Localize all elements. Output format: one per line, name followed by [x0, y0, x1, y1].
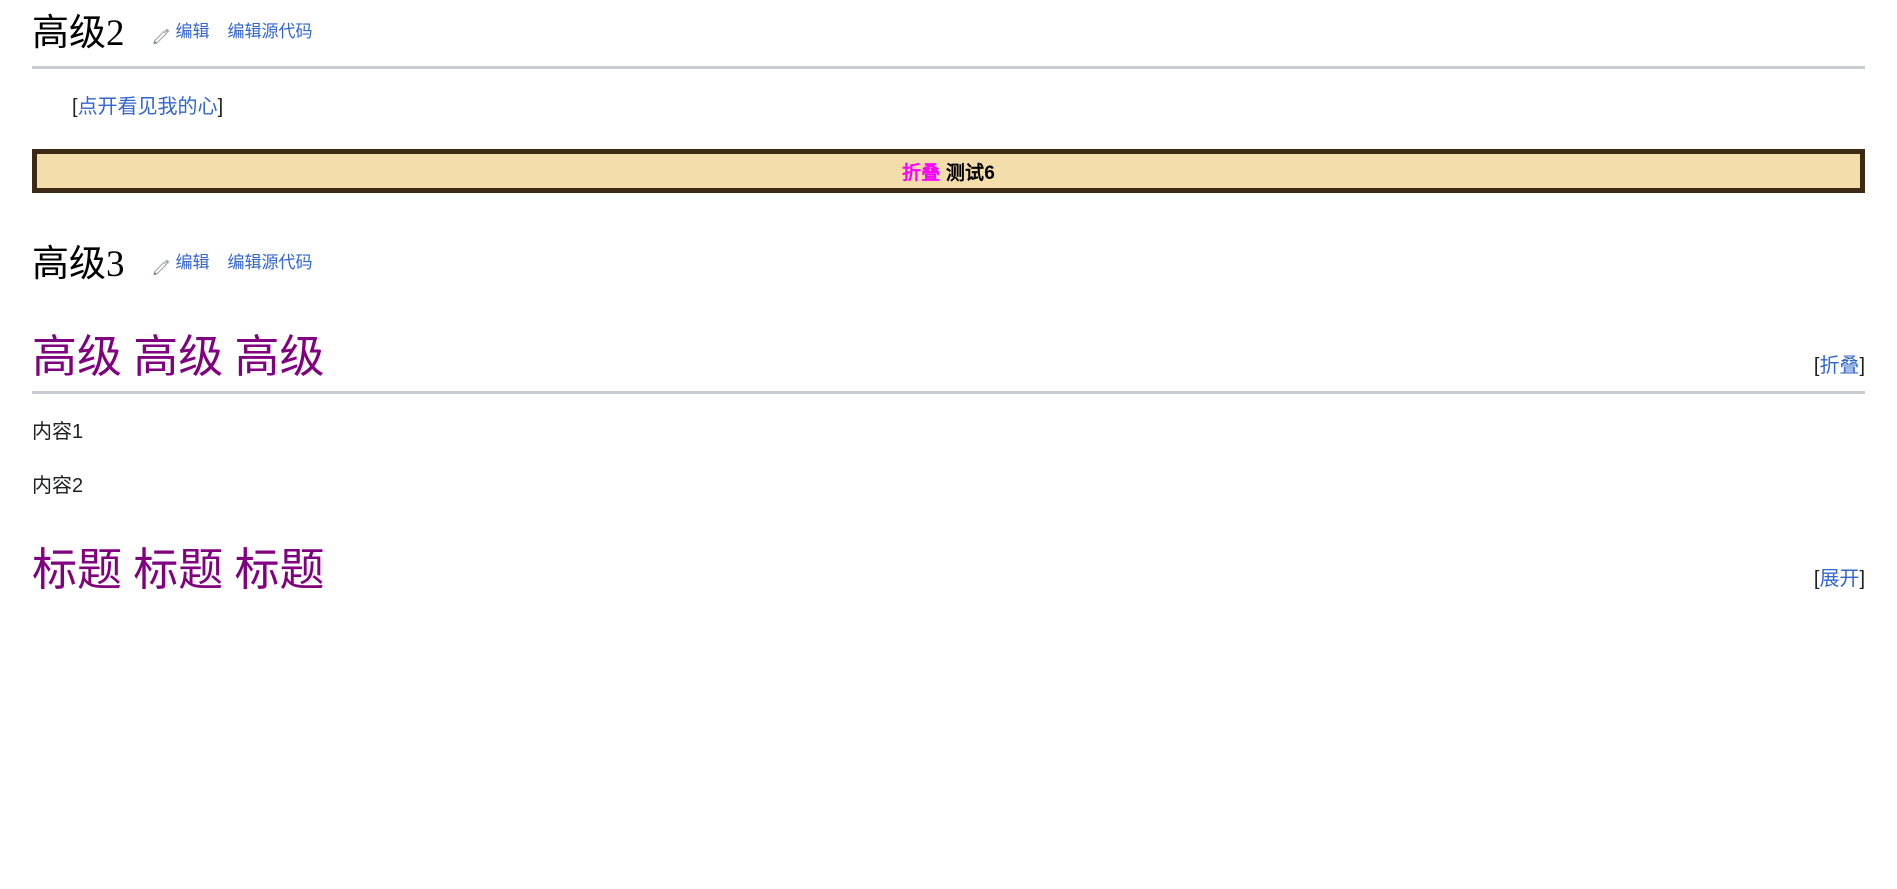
- edit-link[interactable]: 编辑: [175, 253, 210, 273]
- top-spacer: [32, 0, 1865, 10]
- pencil-icon: [151, 257, 171, 277]
- spacer-before-block-gaoji: [32, 289, 1865, 329]
- collapsible-toggle-gaoji: [折叠]: [1814, 354, 1865, 379]
- spacer-before-block-biaoti: [32, 502, 1865, 542]
- close-bracket: ]: [1859, 355, 1865, 378]
- section-heading-gaoji2: 高级2 编辑 编辑源代码: [32, 10, 1865, 70]
- open-bracket: [: [72, 96, 78, 119]
- collapsible-heading-text: 标题 标题 标题: [32, 545, 325, 596]
- banner-text: 折叠 测试6: [902, 158, 995, 185]
- close-bracket: ]: [217, 96, 224, 119]
- collapsible-heading-gaoji: 高级 高级 高级 [折叠]: [32, 329, 1865, 395]
- edit-section-links-gaoji3: 编辑 编辑源代码: [151, 252, 313, 277]
- edit-source-link[interactable]: 编辑源代码: [227, 21, 313, 41]
- expand-toggle-link[interactable]: 展开: [1819, 568, 1860, 591]
- page-content: 高级2 编辑 编辑源代码 [点开看见我的心] 折叠 测试6 高级3: [32, 0, 1865, 598]
- section-title: 高级3: [32, 244, 125, 286]
- collapsed-link-paragraph: [点开看见我的心]: [72, 91, 1865, 123]
- pencil-icon: [151, 26, 171, 46]
- section-title: 高级2: [32, 13, 125, 54]
- collapsible-banner-box[interactable]: 折叠 测试6: [32, 149, 1865, 194]
- open-bracket: [: [1813, 355, 1820, 378]
- section-heading-gaoji3: 高级3 编辑 编辑源代码: [32, 241, 1865, 289]
- block-body-line: 内容1: [32, 421, 84, 444]
- collapsed-link[interactable]: 点开看见我的心: [77, 96, 218, 119]
- edit-source-link[interactable]: 编辑源代码: [227, 253, 313, 273]
- close-bracket: ]: [1859, 568, 1865, 591]
- edit-link[interactable]: 编辑: [175, 21, 210, 41]
- collapsible-toggle-biaoti: [展开]: [1814, 567, 1865, 592]
- banner-text-label: 测试6: [945, 162, 996, 184]
- banner-highlight-label: 折叠: [901, 162, 941, 184]
- collapse-toggle-link[interactable]: 折叠: [1819, 355, 1860, 378]
- edit-section-links-gaoji2: 编辑 编辑源代码: [151, 21, 313, 46]
- collapsible-heading-text: 高级 高级 高级: [32, 332, 325, 383]
- block-body-line: 内容2: [32, 475, 84, 498]
- spacer-after-banner: [32, 193, 1865, 241]
- collapsible-heading-biaoti: 标题 标题 标题 [展开]: [32, 542, 1865, 598]
- open-bracket: [: [1813, 568, 1820, 591]
